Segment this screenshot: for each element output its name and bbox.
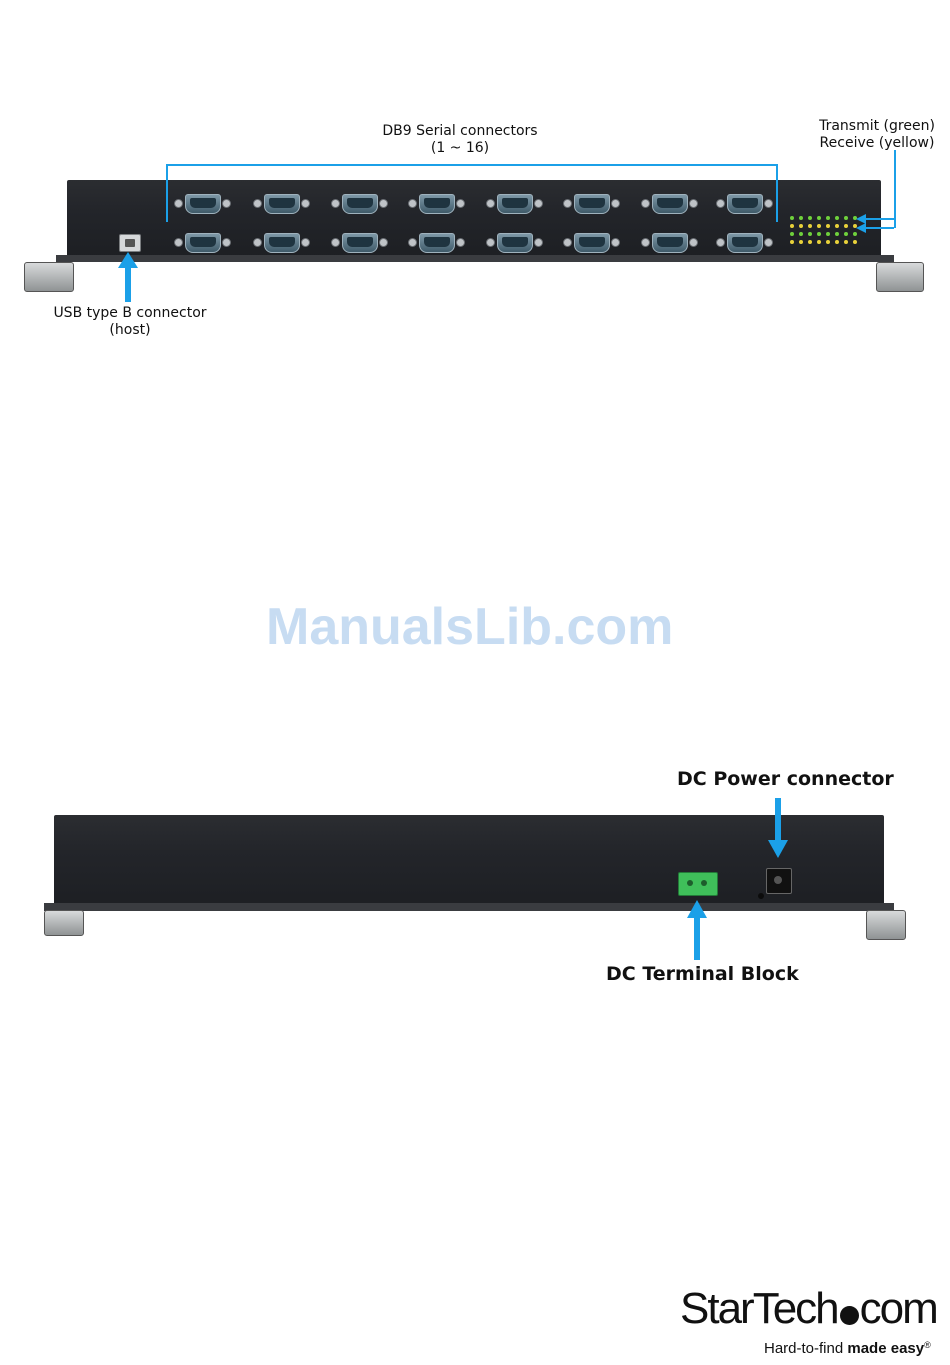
led-arrow-vertical [894,150,896,228]
usb-arrow-shaft [125,266,131,302]
led-label: Transmit (green) Receive (yellow) [812,118,942,152]
led-arrow-receive-line [864,227,894,229]
dc-power-jack [766,868,792,894]
terminal-arrow-shaft [694,916,700,960]
db9-port-6 [563,192,619,214]
usb-label-line2: (host) [40,322,220,339]
led-arrow-receive-head [856,223,866,233]
db9-port-15 [641,231,697,253]
db9-port-2 [253,192,309,214]
logo-registered-mark: ® [924,1340,931,1350]
dc-power-label: DC Power connector [677,768,894,790]
db9-bracket-left [166,164,168,222]
dc-terminal-block [678,872,718,896]
rear-chassis-base [44,903,894,911]
usb-label-line1: USB type B connector [40,305,220,322]
dc-terminal-label: DC Terminal Block [606,963,799,985]
db9-port-11 [331,231,387,253]
db9-label: DB9 Serial connectors (1 ~ 16) [340,123,580,157]
db9-port-5 [486,192,542,214]
db9-port-3 [331,192,387,214]
logo-brand-end: com [860,1284,937,1333]
db9-port-8 [716,192,772,214]
logo-tagline-regular: Hard-to-find [764,1340,847,1357]
usb-b-port [119,234,141,252]
logo-tagline-bold: made easy [847,1340,924,1357]
dc-power-arrow-shaft [775,798,781,842]
db9-label-line2: (1 ~ 16) [340,140,580,157]
led-arrow-transmit-line [864,218,894,220]
logo-brand-start: StarTech [680,1284,838,1333]
right-bracket [876,262,924,292]
left-bracket [24,262,74,292]
front-chassis-base [56,255,894,262]
logo-wordmark: StarTech com [680,1284,937,1334]
db9-port-1 [174,192,230,214]
db9-port-13 [486,231,542,253]
usb-arrow-head [118,252,138,268]
logo-dot-icon [840,1306,859,1325]
rear-left-bracket [44,910,84,936]
led-label-line2: Receive (yellow) [812,135,942,152]
db9-bracket-top [166,164,778,166]
db9-port-16 [716,231,772,253]
db9-bracket-right [776,164,778,222]
startech-logo: StarTech com Hard-to-find made easy® [680,1284,940,1359]
watermark-text: ManualsLib.com [266,597,673,657]
led-indicator-grid [790,214,858,242]
db9-port-7 [641,192,697,214]
led-label-line1: Transmit (green) [812,118,942,135]
db9-port-4 [408,192,464,214]
db9-port-14 [563,231,619,253]
usb-label: USB type B connector (host) [40,305,220,339]
db9-port-12 [408,231,464,253]
logo-tagline: Hard-to-find made easy® [764,1340,931,1357]
dc-power-arrow-head [768,840,788,858]
db9-port-9 [174,231,230,253]
rear-right-bracket [866,910,906,940]
db9-label-line1: DB9 Serial connectors [340,123,580,140]
rear-reset-hole [758,893,764,899]
db9-port-10 [253,231,309,253]
